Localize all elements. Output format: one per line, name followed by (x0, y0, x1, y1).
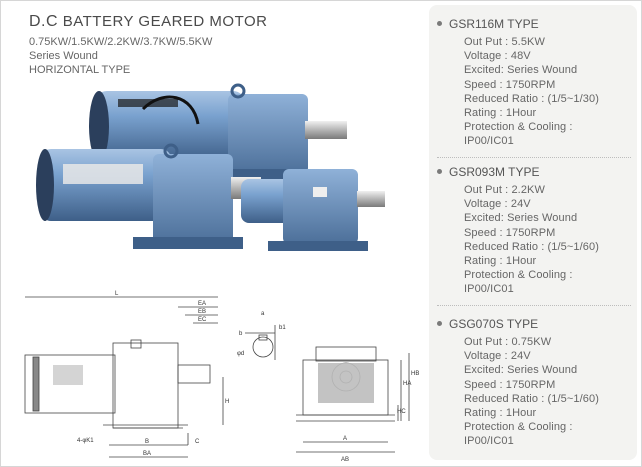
product-summary: 0.75KW/1.5KW/2.2KW/3.7KW/5.5KW Series Wo… (29, 35, 212, 77)
winding-type: Series Wound (29, 50, 98, 62)
dimension-drawing: L EA EB EC H B BA C 4-φK1 a b b1 φd HB H… (24, 291, 419, 463)
bullet-icon (437, 169, 442, 175)
spec-line: IP00/IC01 (464, 435, 514, 448)
dim-b: B (145, 439, 149, 445)
dim-d: φd (237, 351, 244, 357)
motor-back (89, 83, 347, 179)
dim-ab: AB (341, 457, 349, 463)
model-card: GSR093M TYPE Out Put : 2.2KW Voltage : 2… (437, 165, 633, 297)
spec-line: Rating : 1Hour (464, 255, 537, 268)
spec-line: Speed : 1750RPM (464, 226, 556, 239)
model-name: GSR093M TYPE (437, 165, 633, 179)
spec-line: Out Put : 5.5KW (464, 36, 545, 48)
dim-l: L (115, 291, 119, 297)
spec-line: Voltage : 24V (464, 198, 531, 211)
spec-line: Rating : 1Hour (464, 107, 537, 120)
dim-ea: EA (198, 301, 206, 307)
orientation: HORIZONTAL TYPE (29, 64, 131, 76)
dim-a: a (261, 311, 265, 317)
dim-ha: HA (403, 381, 411, 387)
spec-line: Protection & Cooling : (464, 421, 573, 434)
spec-line: IP00/IC01 (464, 135, 514, 148)
spec-line: Excited: Series Wound (464, 364, 578, 377)
spec-line: Speed : 1750RPM (464, 378, 556, 391)
model-specs-panel: GSR116M TYPE Out Put : 5.5KW Voltage : 4… (429, 5, 637, 460)
model-card: GSG070S TYPE Out Put : 0.75KW Voltage : … (437, 317, 633, 449)
dim-h: H (225, 399, 229, 405)
title-rest: BATTERY GEARED MOTOR (58, 13, 268, 30)
dim-a-front: A (343, 436, 347, 442)
dim-c: C (195, 439, 200, 445)
spec-line: Reduced Ratio : (1/5~1/30) (464, 92, 599, 105)
product-overview: D.C BATTERY GEARED MOTOR 0.75KW/1.5KW/2.… (1, 1, 426, 466)
dim-eb: EB (198, 309, 206, 315)
spec-line: Speed : 1750RPM (464, 78, 556, 91)
product-title: D.C BATTERY GEARED MOTOR (29, 13, 268, 31)
power-range: 0.75KW/1.5KW/2.2KW/3.7KW/5.5KW (29, 36, 213, 48)
dim-b-small: b (239, 331, 243, 337)
spec-line: Reduced Ratio : (1/5~1/60) (464, 240, 599, 253)
model-name: GSG070S TYPE (437, 317, 633, 331)
motor-front-left (36, 143, 261, 249)
model-card: GSR116M TYPE Out Put : 5.5KW Voltage : 4… (437, 17, 633, 149)
spec-line: Out Put : 0.75KW (464, 336, 552, 348)
title-prefix: D.C (29, 13, 59, 30)
spec-line: IP00/IC01 (464, 283, 514, 296)
dim-hb: HB (411, 371, 419, 377)
dim-ba: BA (143, 451, 151, 457)
bullet-icon (437, 321, 442, 327)
motor-front-right (241, 169, 385, 251)
spec-line: Protection & Cooling : (464, 269, 573, 282)
spec-line: Voltage : 48V (464, 50, 531, 63)
spec-line: Protection & Cooling : (464, 121, 573, 134)
spec-line: Out Put : 2.2KW (464, 184, 545, 196)
spec-line: Excited: Series Wound (464, 212, 578, 225)
dim-b1: b1 (279, 325, 286, 331)
spec-line: Excited: Series Wound (464, 64, 578, 77)
dim-holes: 4-φK1 (77, 438, 94, 444)
spec-line: Reduced Ratio : (1/5~1/60) (464, 392, 599, 405)
dim-hc: HC (397, 409, 406, 415)
motor-photo (36, 83, 385, 251)
spec-line: Voltage : 24V (464, 350, 531, 363)
dim-ec: EC (198, 317, 207, 323)
bullet-icon (437, 21, 442, 27)
model-name: GSR116M TYPE (437, 17, 633, 31)
divider (437, 157, 631, 158)
spec-line: Rating : 1Hour (464, 407, 537, 420)
divider (437, 305, 631, 306)
